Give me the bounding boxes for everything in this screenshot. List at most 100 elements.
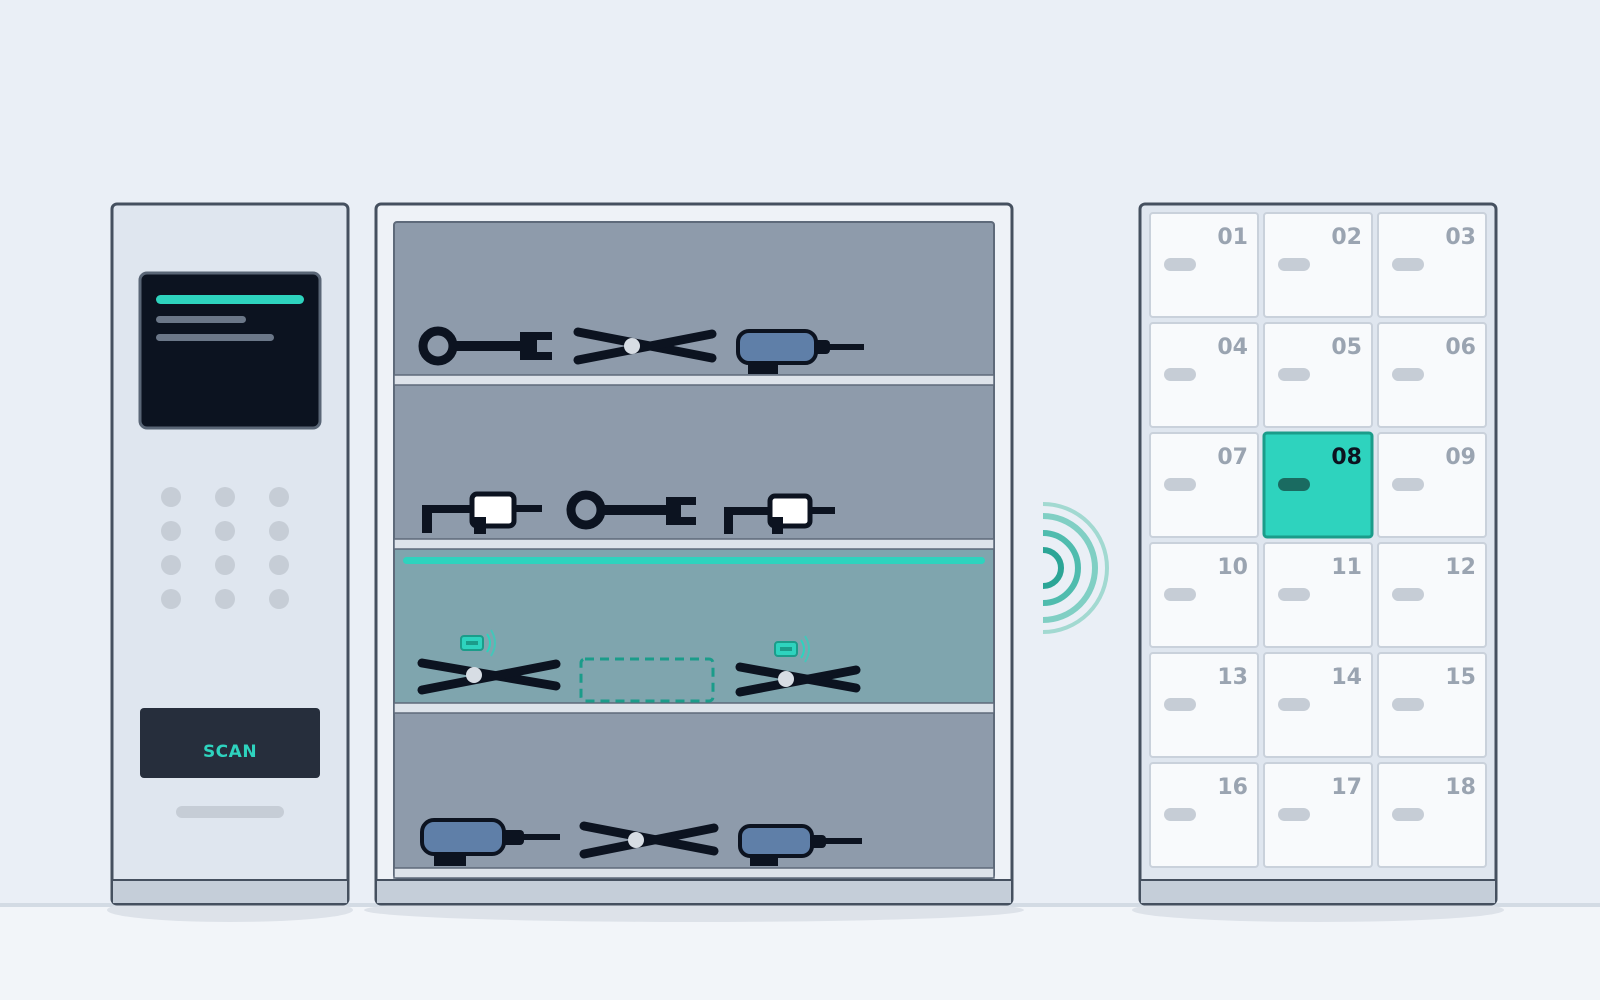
locker-handle[interactable] bbox=[1392, 698, 1424, 711]
locker-handle[interactable] bbox=[1278, 368, 1310, 381]
locker-number: 08 bbox=[1331, 445, 1362, 470]
locker-door-panel[interactable] bbox=[1149, 212, 1259, 318]
locker-door-panel[interactable] bbox=[1377, 542, 1487, 648]
wireless-signal-icon bbox=[1042, 502, 1109, 634]
locker-handle[interactable] bbox=[1278, 698, 1310, 711]
drill-icon[interactable] bbox=[738, 824, 862, 866]
locker-door-panel[interactable] bbox=[1377, 322, 1487, 428]
locker-door-panel[interactable] bbox=[1377, 652, 1487, 758]
locker-door-09[interactable]: 09 bbox=[1377, 432, 1487, 538]
locker-door-panel[interactable] bbox=[1263, 322, 1373, 428]
scan-button[interactable] bbox=[140, 708, 320, 778]
locker-door-panel[interactable] bbox=[1262, 431, 1374, 539]
locker-door-panel[interactable] bbox=[1263, 212, 1373, 318]
locker-handle[interactable] bbox=[1164, 478, 1196, 491]
locker-number: 09 bbox=[1445, 445, 1476, 470]
wrench-icon[interactable] bbox=[566, 490, 697, 530]
locker-handle[interactable] bbox=[1278, 478, 1310, 491]
locker-door-panel[interactable] bbox=[1149, 652, 1259, 758]
locker-door-panel[interactable] bbox=[1149, 762, 1259, 868]
locker-handle[interactable] bbox=[1392, 368, 1424, 381]
locker-door-11[interactable]: 11 bbox=[1263, 542, 1373, 648]
keypad-key[interactable] bbox=[161, 589, 181, 609]
scissors-icon[interactable] bbox=[735, 662, 861, 697]
locker-handle[interactable] bbox=[1164, 368, 1196, 381]
locker-handle[interactable] bbox=[1392, 588, 1424, 601]
locker-door-17[interactable]: 17 bbox=[1263, 762, 1373, 868]
empty-tool-slot[interactable] bbox=[579, 657, 715, 703]
locker-door-05[interactable]: 05 bbox=[1263, 322, 1373, 428]
locker-handle[interactable] bbox=[1164, 258, 1196, 271]
shelf-2-tools bbox=[422, 490, 835, 534]
locker-door-18[interactable]: 18 bbox=[1377, 762, 1487, 868]
locker-door-panel[interactable] bbox=[1377, 212, 1487, 318]
locker-handle[interactable] bbox=[1278, 808, 1310, 821]
rfid-tag-icon bbox=[460, 629, 496, 657]
locker-number: 14 bbox=[1331, 665, 1362, 690]
screen-text-line bbox=[156, 334, 274, 341]
shelf-3-tools bbox=[417, 629, 861, 703]
keypad-key[interactable] bbox=[269, 589, 289, 609]
kiosk: SCAN bbox=[110, 202, 350, 906]
locker-handle[interactable] bbox=[1278, 258, 1310, 271]
locker-handle[interactable] bbox=[1392, 808, 1424, 821]
locker-door-panel[interactable] bbox=[1263, 652, 1373, 758]
locker-door-panel[interactable] bbox=[1263, 762, 1373, 868]
locker-handle[interactable] bbox=[1392, 478, 1424, 491]
cabinet-base bbox=[377, 880, 1011, 903]
keypad-key[interactable] bbox=[215, 521, 235, 541]
keypad-key[interactable] bbox=[269, 555, 289, 575]
heat-gun-icon[interactable] bbox=[724, 493, 835, 534]
locker-door-06[interactable]: 06 bbox=[1377, 322, 1487, 428]
card-slot[interactable] bbox=[176, 806, 284, 818]
drill-icon[interactable] bbox=[420, 818, 560, 866]
keypad-key[interactable] bbox=[215, 589, 235, 609]
locker-handle[interactable] bbox=[1164, 588, 1196, 601]
heat-gun-icon[interactable] bbox=[422, 491, 542, 534]
locker-door-15[interactable]: 15 bbox=[1377, 652, 1487, 758]
locker-door-02[interactable]: 02 bbox=[1263, 212, 1373, 318]
screen-progress-line bbox=[156, 295, 304, 304]
kiosk-base bbox=[113, 880, 347, 903]
keypad-key[interactable] bbox=[161, 521, 181, 541]
locker-door-13[interactable]: 13 bbox=[1149, 652, 1259, 758]
active-shelf-light bbox=[403, 557, 985, 564]
locker-handle[interactable] bbox=[1392, 258, 1424, 271]
locker-number: 07 bbox=[1217, 445, 1248, 470]
locker-door-panel[interactable] bbox=[1263, 542, 1373, 648]
drill-icon[interactable] bbox=[736, 329, 864, 374]
keypad bbox=[161, 487, 289, 609]
locker-handle[interactable] bbox=[1164, 698, 1196, 711]
locker-number: 02 bbox=[1331, 225, 1362, 250]
wrench-icon[interactable] bbox=[418, 326, 553, 366]
locker-door-14[interactable]: 14 bbox=[1263, 652, 1373, 758]
scissors-icon[interactable] bbox=[573, 327, 717, 365]
scissors-icon[interactable] bbox=[417, 658, 561, 695]
keypad-key[interactable] bbox=[161, 487, 181, 507]
keypad-key[interactable] bbox=[269, 521, 289, 541]
locker-door-panel[interactable] bbox=[1149, 542, 1259, 648]
locker-door-panel[interactable] bbox=[1149, 322, 1259, 428]
locker-door-04[interactable]: 04 bbox=[1149, 322, 1259, 428]
keypad-key[interactable] bbox=[215, 487, 235, 507]
locker-door-16[interactable]: 16 bbox=[1149, 762, 1259, 868]
locker-door-12[interactable]: 12 bbox=[1377, 542, 1487, 648]
scissors-icon[interactable] bbox=[579, 821, 719, 859]
locker-door-01[interactable]: 01 bbox=[1149, 212, 1259, 318]
locker-door-08[interactable]: 08 bbox=[1262, 431, 1374, 539]
locker-door-panel[interactable] bbox=[1377, 432, 1487, 538]
kiosk-screen bbox=[138, 271, 322, 430]
locker-number: 10 bbox=[1217, 555, 1248, 580]
keypad-key[interactable] bbox=[161, 555, 181, 575]
keypad-key[interactable] bbox=[269, 487, 289, 507]
locker-door-panel[interactable] bbox=[1377, 762, 1487, 868]
locker-door-panel[interactable] bbox=[1149, 432, 1259, 538]
locker-door-07[interactable]: 07 bbox=[1149, 432, 1259, 538]
locker-door-03[interactable]: 03 bbox=[1377, 212, 1487, 318]
locker-handle[interactable] bbox=[1164, 808, 1196, 821]
locker-door-10[interactable]: 10 bbox=[1149, 542, 1259, 648]
locker-handle[interactable] bbox=[1278, 588, 1310, 601]
keypad-key[interactable] bbox=[215, 555, 235, 575]
